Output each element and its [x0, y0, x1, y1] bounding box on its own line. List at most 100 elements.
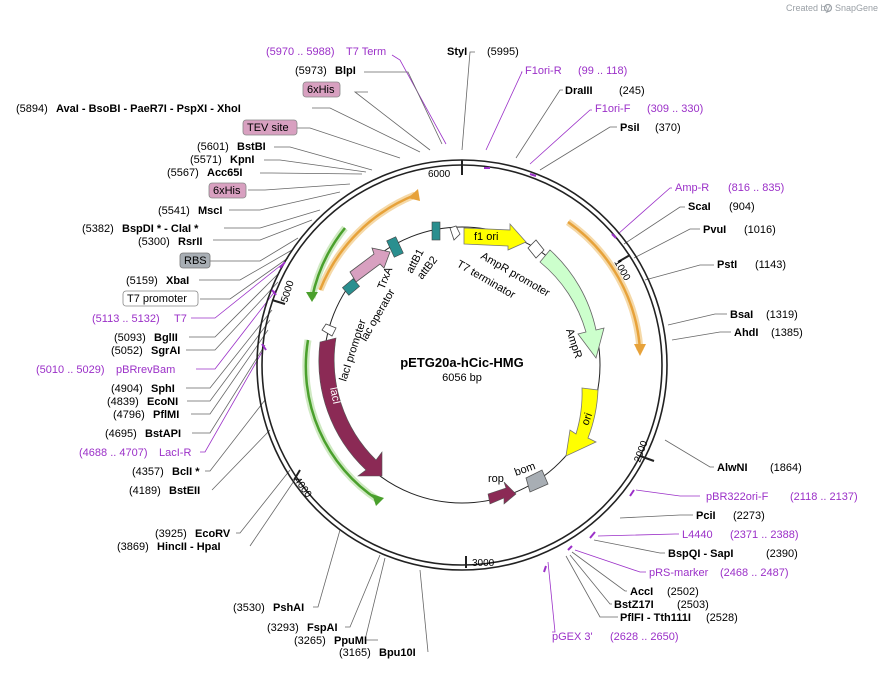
site-prs-marker-name: pRS-marker [649, 567, 709, 579]
site-bstz17i-pos: (2503) [677, 599, 709, 611]
primer-marks [261, 167, 635, 573]
site-tth111i-name: PflFI - Tth111I [620, 612, 691, 624]
site-amp-r-name: Amp-R [675, 182, 709, 194]
site-pshai-name: PshAI [273, 602, 304, 614]
site-laci-r-pos: (4688 .. 4707) [79, 447, 148, 459]
box-rbs-label: RBS [184, 255, 207, 267]
site-clai-name: BspDI * - ClaI * [122, 223, 199, 235]
site-bpu10i-name: Bpu10I [379, 647, 416, 659]
site-prs-marker-pos: (2468 .. 2487) [720, 567, 789, 579]
site-pvui-name: PvuI [703, 224, 726, 236]
lac-operator-feature [342, 278, 360, 296]
site-scai-name: ScaI [688, 201, 711, 213]
site-psii-pos: (370) [655, 122, 681, 134]
site-econi-pos: (4839) [107, 396, 139, 408]
site-f1ori-f-pos: (309 .. 330) [647, 103, 703, 115]
laci-label: lacI [327, 386, 342, 405]
site-bcli-pos: (4357) [132, 466, 164, 478]
site-acci-pos: (2502) [667, 586, 699, 598]
ampr-promoter-feature [527, 239, 545, 259]
amp-region-arrowhead [634, 344, 646, 356]
site-pbrrevbam-pos: (5010 .. 5029) [36, 364, 105, 376]
site-f1ori-r-pos: (99 .. 118) [578, 65, 627, 77]
attb2-mark [431, 221, 441, 241]
site-blpi-name: BlpI [335, 65, 356, 77]
site-alwni-pos: (1864) [770, 462, 802, 474]
site-clai-pos: (5382) [82, 223, 114, 235]
site-bsai-name: BsaI [730, 309, 753, 321]
site-ecorv-name: EcoRV [195, 528, 231, 540]
laci-feature [318, 337, 383, 477]
box-6xhis-2-label: 6xHis [213, 185, 241, 197]
tick-label-3000: 3000 [472, 558, 495, 569]
site-pflmi-pos: (4796) [113, 409, 145, 421]
site-bsteii-name: BstEII [169, 485, 200, 497]
site-l4440-pos: (2371 .. 2388) [730, 529, 799, 541]
site-pcii-name: PciI [696, 510, 716, 522]
upper-left-arc [318, 193, 416, 291]
site-sgrai-pos: (5052) [111, 345, 143, 357]
site-bglii-name: BglII [154, 332, 178, 344]
box-tev-site [242, 119, 298, 136]
trxa-label: TrxA [376, 265, 396, 291]
site-bsai-pos: (1319) [766, 309, 798, 321]
site-t7-name: T7 [174, 313, 187, 325]
site-f1ori-r-name: F1ori-R [525, 65, 562, 77]
tick-label-6000: 6000 [428, 169, 451, 180]
site-bstbi-pos: (5601) [197, 141, 229, 153]
site-hpai-pos: (3869) [117, 541, 149, 553]
trxa-feature [349, 247, 391, 283]
site-acci-name: AccI [630, 586, 653, 598]
site-msci-pos: (5541) [158, 205, 190, 217]
site-ahdi-pos: (1385) [771, 327, 803, 339]
site-psti-name: PstI [717, 259, 737, 271]
rop-label: rop [488, 473, 504, 485]
rop-feature [487, 481, 517, 505]
site-ppumi-name: PpuMI [334, 635, 367, 647]
site-pgex3-pos: (2628 .. 2650) [610, 631, 679, 643]
box-6xhis-2 [208, 182, 247, 199]
site-pvui-pos: (1016) [744, 224, 776, 236]
snapgene-logo-icon [823, 3, 833, 13]
site-pgex3-name: pGEX 3' [552, 631, 593, 643]
leader-lines [186, 51, 731, 653]
site-t7-term-pos: (5970 .. 5988) [266, 46, 335, 58]
site-bglii-pos: (5093) [114, 332, 146, 344]
t7-terminator-mark [449, 225, 461, 241]
tick-label-5000: 5000 [279, 279, 296, 304]
site-laci-r-name: LacI-R [159, 447, 191, 459]
site-psii-name: PsiI [620, 122, 640, 134]
site-pbrrevbam-name: pBRrevBam [116, 364, 175, 376]
site-pflmi-name: PflMI [153, 409, 179, 421]
site-draiii-name: DraIII [565, 85, 593, 97]
site-pcii-pos: (2273) [733, 510, 765, 522]
box-rbs [179, 252, 211, 269]
site-sapi-name: BspQI - SapI [668, 548, 733, 560]
f1-ori-feature [463, 222, 527, 251]
lac-arc-large-arrowhead [372, 494, 384, 506]
site-bpu10i-pos: (3165) [339, 647, 371, 659]
site-hpai-name: HincII - HpaI [157, 541, 221, 553]
box-t7-promoter [122, 290, 199, 307]
site-econi-name: EcoNI [147, 396, 178, 408]
ori-label: ori [580, 411, 595, 427]
tick-label-4000: 4000 [292, 475, 314, 500]
ori-feature [565, 387, 599, 457]
scale-ticks [271, 160, 655, 568]
plasmid-size: 6056 bp [442, 372, 482, 384]
site-xhoi-name: AvaI - BsoBI - PaeR7I - PspXI - XhoI [56, 103, 241, 115]
box-6xhis-1-label: 6xHis [307, 84, 335, 96]
plasmid-name: pETG20a-hCic-HMG [400, 355, 524, 370]
brand-text: SnapGene [835, 3, 878, 13]
site-psti-pos: (1143) [755, 259, 786, 271]
lac-arc-small-arrowhead [306, 292, 318, 302]
site-amp-r-pos: (816 .. 835) [728, 182, 784, 194]
lac-arc-large [304, 339, 379, 502]
site-sphi-name: SphI [151, 383, 175, 395]
site-xbai-name: XbaI [166, 275, 189, 287]
site-acc65i-name: Acc65I [207, 167, 242, 179]
site-scai-pos: (904) [729, 201, 755, 213]
ampr-feature [539, 249, 605, 359]
laci-promoter-feature [321, 323, 337, 337]
site-tth111i-pos: (2528) [706, 612, 738, 624]
